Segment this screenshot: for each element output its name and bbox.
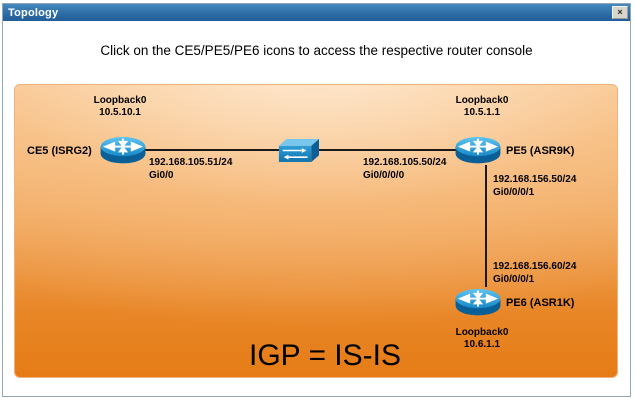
iface-label-pe6-to-pe5: 192.168.156.60/24 Gi0/0/0/1 <box>493 261 576 286</box>
loopback-ip: 10.6.1.1 <box>463 339 501 350</box>
pe5-router-icon[interactable] <box>454 133 502 170</box>
igp-annotation: IGP = IS-IS <box>248 339 401 372</box>
pe6-router-icon[interactable] <box>454 285 502 322</box>
pe5-name-label: PE5 (ASR9K) <box>506 145 575 157</box>
loopback-name: Loopback0 <box>455 327 509 338</box>
topology-window: Topology × Click on the CE5/PE5/PE6 icon… <box>2 3 631 397</box>
iface-port: Gi0/0 <box>149 169 174 181</box>
loopback-ip: 10.5.1.1 <box>463 107 501 118</box>
switch-icon <box>277 137 320 169</box>
iface-port: Gi0/0/0/1 <box>493 186 535 198</box>
router-icon-graphic <box>99 136 147 165</box>
pe5-loopback-label: Loopback0 10.5.1.1 <box>437 95 527 119</box>
title-bar[interactable]: Topology × <box>3 4 630 21</box>
link-switch-pe5-line <box>315 149 457 151</box>
iface-port: Gi0/0/0/0 <box>363 169 405 181</box>
iface-label-pe5-to-pe6: 192.168.156.50/24 Gi0/0/0/1 <box>493 174 576 199</box>
iface-ip: 192.168.105.50/24 <box>363 157 447 168</box>
loopback-name: Loopback0 <box>93 95 147 106</box>
topology-panel: Loopback0 10.5.10.1 CE5 (ISRG2) Loopback… <box>14 84 618 378</box>
iface-port: Gi0/0/0/1 <box>493 273 535 285</box>
link-ce5-switch-line <box>143 149 283 151</box>
loopback-name: Loopback0 <box>455 95 509 106</box>
router-icon-graphic <box>454 288 502 317</box>
window-title: Topology <box>8 6 59 19</box>
iface-label-pe5-lan: 192.168.105.50/24 Gi0/0/0/0 <box>363 157 446 182</box>
iface-ip: 192.168.156.50/24 <box>493 174 577 185</box>
iface-ip: 192.168.156.60/24 <box>493 261 577 272</box>
iface-label-ce5: 192.168.105.51/24 Gi0/0 <box>149 157 232 182</box>
close-button[interactable]: × <box>612 6 628 19</box>
loopback-ip: 10.5.10.1 <box>99 107 141 118</box>
pe6-name-label: PE6 (ASR1K) <box>506 297 575 309</box>
ce5-loopback-label: Loopback0 10.5.10.1 <box>75 95 165 119</box>
ce5-name-label: CE5 (ISRG2) <box>27 145 92 157</box>
iface-ip: 192.168.105.51/24 <box>149 157 233 168</box>
pe6-loopback-label: Loopback0 10.6.1.1 <box>437 327 527 351</box>
ce5-router-icon[interactable] <box>99 133 147 170</box>
switch-icon-graphic <box>278 138 320 163</box>
instruction-text: Click on the CE5/PE5/PE6 icons to access… <box>100 43 533 58</box>
link-pe5-pe6-line <box>485 165 487 287</box>
router-icon-graphic <box>454 136 502 165</box>
